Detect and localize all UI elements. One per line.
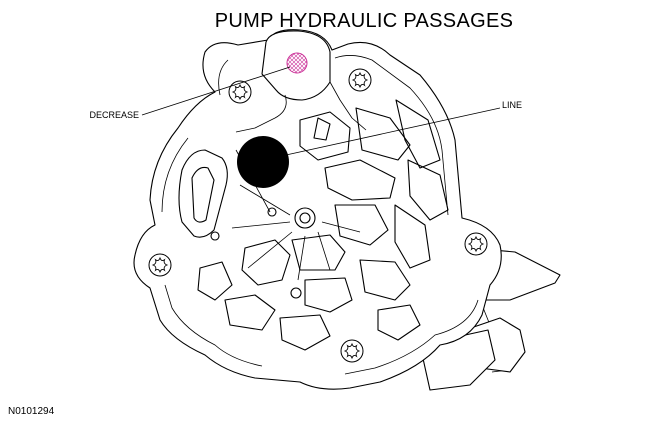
decrease-passage xyxy=(286,52,308,74)
line-leader xyxy=(285,107,501,156)
torx-bolt-icon xyxy=(464,232,488,256)
line-label: LINE xyxy=(502,100,522,110)
figure-id: N0101294 xyxy=(8,406,55,417)
line-passage xyxy=(237,136,289,188)
torx-bolt-icon xyxy=(148,253,172,277)
pump-ribs xyxy=(178,99,449,351)
torx-bolt-icon xyxy=(228,80,252,104)
diagram-title: PUMP HYDRAULIC PASSAGES xyxy=(215,10,513,32)
torx-bolt-icon xyxy=(348,68,372,92)
decrease-label: DECREASE xyxy=(89,110,139,120)
decrease-leader xyxy=(141,66,291,116)
pump-body xyxy=(133,29,502,390)
torx-bolt-icon xyxy=(340,339,364,363)
